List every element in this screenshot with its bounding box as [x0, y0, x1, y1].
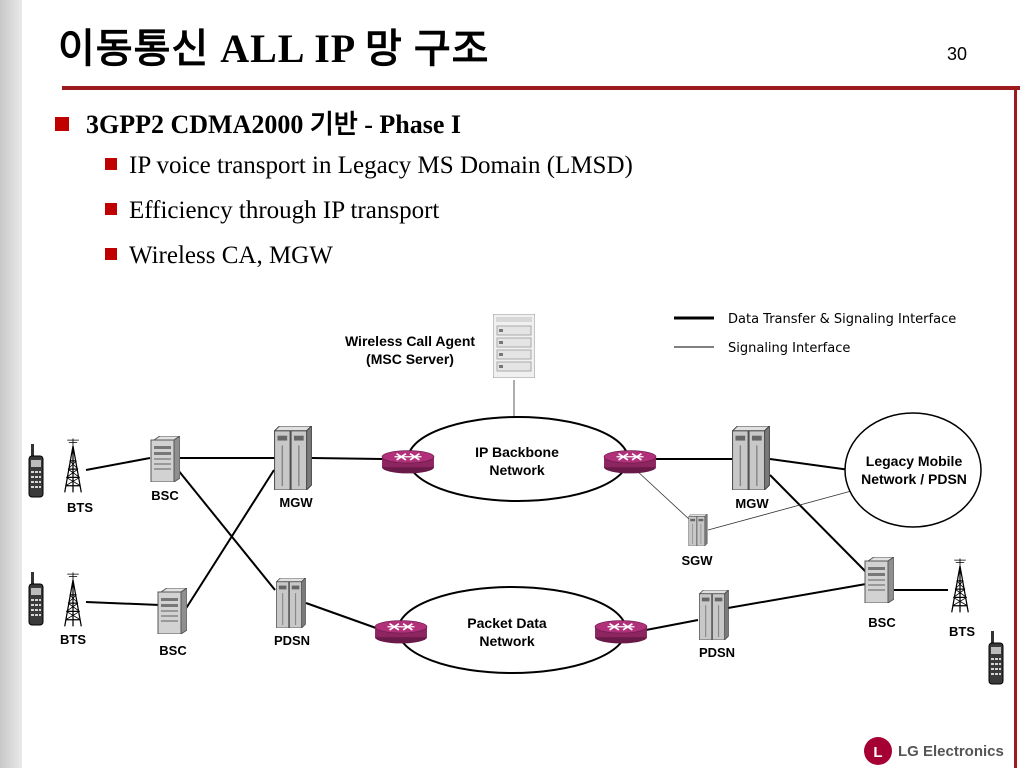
lg-logo: L LG Electronics: [864, 737, 1004, 765]
router-icon: [374, 619, 428, 645]
pdsn-label: PDSN: [699, 645, 735, 660]
signaling-lines: [513, 380, 856, 531]
mgw-label: MGW: [735, 496, 769, 511]
mobile-phone-icon: [988, 630, 1004, 685]
mgw-rack-icon: [274, 426, 312, 490]
bsc-label: BSC: [868, 615, 896, 630]
packet-data-label-1: Packet Data: [467, 615, 547, 631]
bts-tower-icon: [63, 437, 83, 494]
square-bullet-icon: [105, 158, 117, 171]
square-bullet-icon: [105, 203, 117, 216]
router-icon: [594, 619, 648, 645]
main-bullet: 3GPP2 CDMA2000 기반 - Phase I: [55, 104, 461, 141]
square-bullet-icon: [105, 248, 117, 261]
sub-bullet-2: Efficiency through IP transport: [105, 197, 439, 225]
bts-label: BTS: [67, 500, 93, 515]
ip-backbone-label-1: IP Backbone: [475, 444, 559, 460]
call-agent-label-2: (MSC Server): [366, 351, 454, 367]
legacy-label-1: Legacy Mobile: [866, 453, 963, 469]
lg-logo-mark-letter: L: [873, 744, 882, 761]
bts-label: BTS: [949, 624, 975, 639]
ip-backbone-label-2: Network: [489, 462, 544, 478]
legacy-network-cloud: [844, 412, 982, 528]
packet-data-label-2: Network: [479, 633, 534, 649]
page-number: 30: [946, 44, 968, 64]
lg-logo-mark-icon: [864, 737, 892, 765]
pdsn-label: PDSN: [274, 633, 310, 648]
sub-bullet-1: IP voice transport in Legacy MS Domain (…: [105, 152, 633, 180]
sub-bullet-text: Wireless CA, MGW: [129, 242, 333, 269]
legacy-label-2: Network / PDSN: [861, 471, 967, 487]
mgw-rack-icon: [732, 426, 770, 490]
sub-bullet-text: Efficiency through IP transport: [129, 197, 440, 224]
main-bullet-text: 3GPP2 CDMA2000 기반 - Phase I: [86, 110, 461, 139]
bsc-label: BSC: [159, 643, 187, 658]
router-icon: [381, 449, 435, 475]
call-agent-label-1: Wireless Call Agent: [345, 333, 475, 349]
legend-thick-label: Data Transfer & Signaling Interface: [728, 312, 956, 327]
call-agent-server-icon: [493, 314, 535, 378]
sgw-rack-icon: [688, 514, 708, 546]
mobile-phone-icon: [28, 444, 44, 498]
right-border-line: [1014, 86, 1017, 768]
sub-bullet-text: IP voice transport in Legacy MS Domain (…: [129, 152, 633, 179]
legend-thin-label: Signaling Interface: [728, 341, 850, 356]
bts-tower-icon: [950, 557, 970, 614]
slide-title: 이동통신 ALL IP 망 구조: [58, 26, 490, 71]
router-icon: [603, 449, 657, 475]
left-decorative-bar: [0, 0, 22, 768]
bts-label: BTS: [60, 632, 86, 647]
bts-tower-icon: [63, 571, 83, 628]
lg-logo-text: LG Electronics: [898, 743, 1004, 760]
bsc-server-icon: [150, 436, 180, 482]
bsc-label: BSC: [151, 488, 179, 503]
pdsn-rack-icon: [698, 590, 730, 640]
square-bullet-icon: [55, 117, 69, 132]
bsc-server-icon: [157, 588, 187, 634]
sub-bullet-3: Wireless CA, MGW: [105, 242, 333, 270]
mobile-phone-icon: [28, 572, 44, 626]
title-underline: [62, 86, 1020, 90]
pdsn-rack-icon: [275, 578, 307, 628]
mgw-label: MGW: [279, 495, 313, 510]
bsc-server-icon: [864, 557, 894, 603]
sgw-label: SGW: [681, 553, 713, 568]
